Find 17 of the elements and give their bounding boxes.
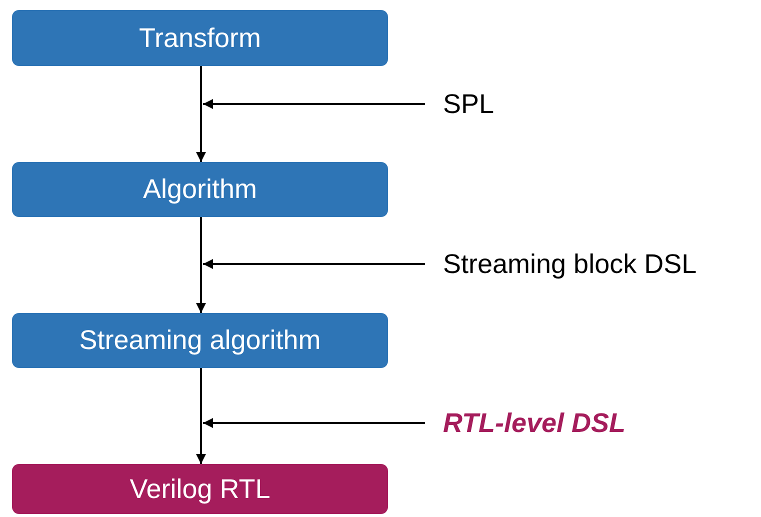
box-label: Transform	[138, 22, 261, 54]
arrow	[203, 418, 425, 428]
process-box	[12, 313, 388, 368]
arrow	[196, 368, 206, 464]
process-box	[12, 162, 388, 217]
input-label: RTL-level DSL	[443, 408, 626, 438]
arrow	[196, 66, 206, 162]
arrow	[196, 217, 206, 313]
process-box	[12, 464, 388, 514]
process-box	[12, 10, 388, 66]
arrow	[203, 99, 425, 109]
box-label: Algorithm	[142, 174, 258, 205]
arrow	[203, 259, 425, 269]
input-label: SPL	[443, 88, 494, 120]
box-label: Streaming algorithm	[79, 325, 321, 356]
input-label: Streaming block DSL	[443, 248, 697, 280]
box-label: Verilog RTL	[130, 474, 270, 504]
